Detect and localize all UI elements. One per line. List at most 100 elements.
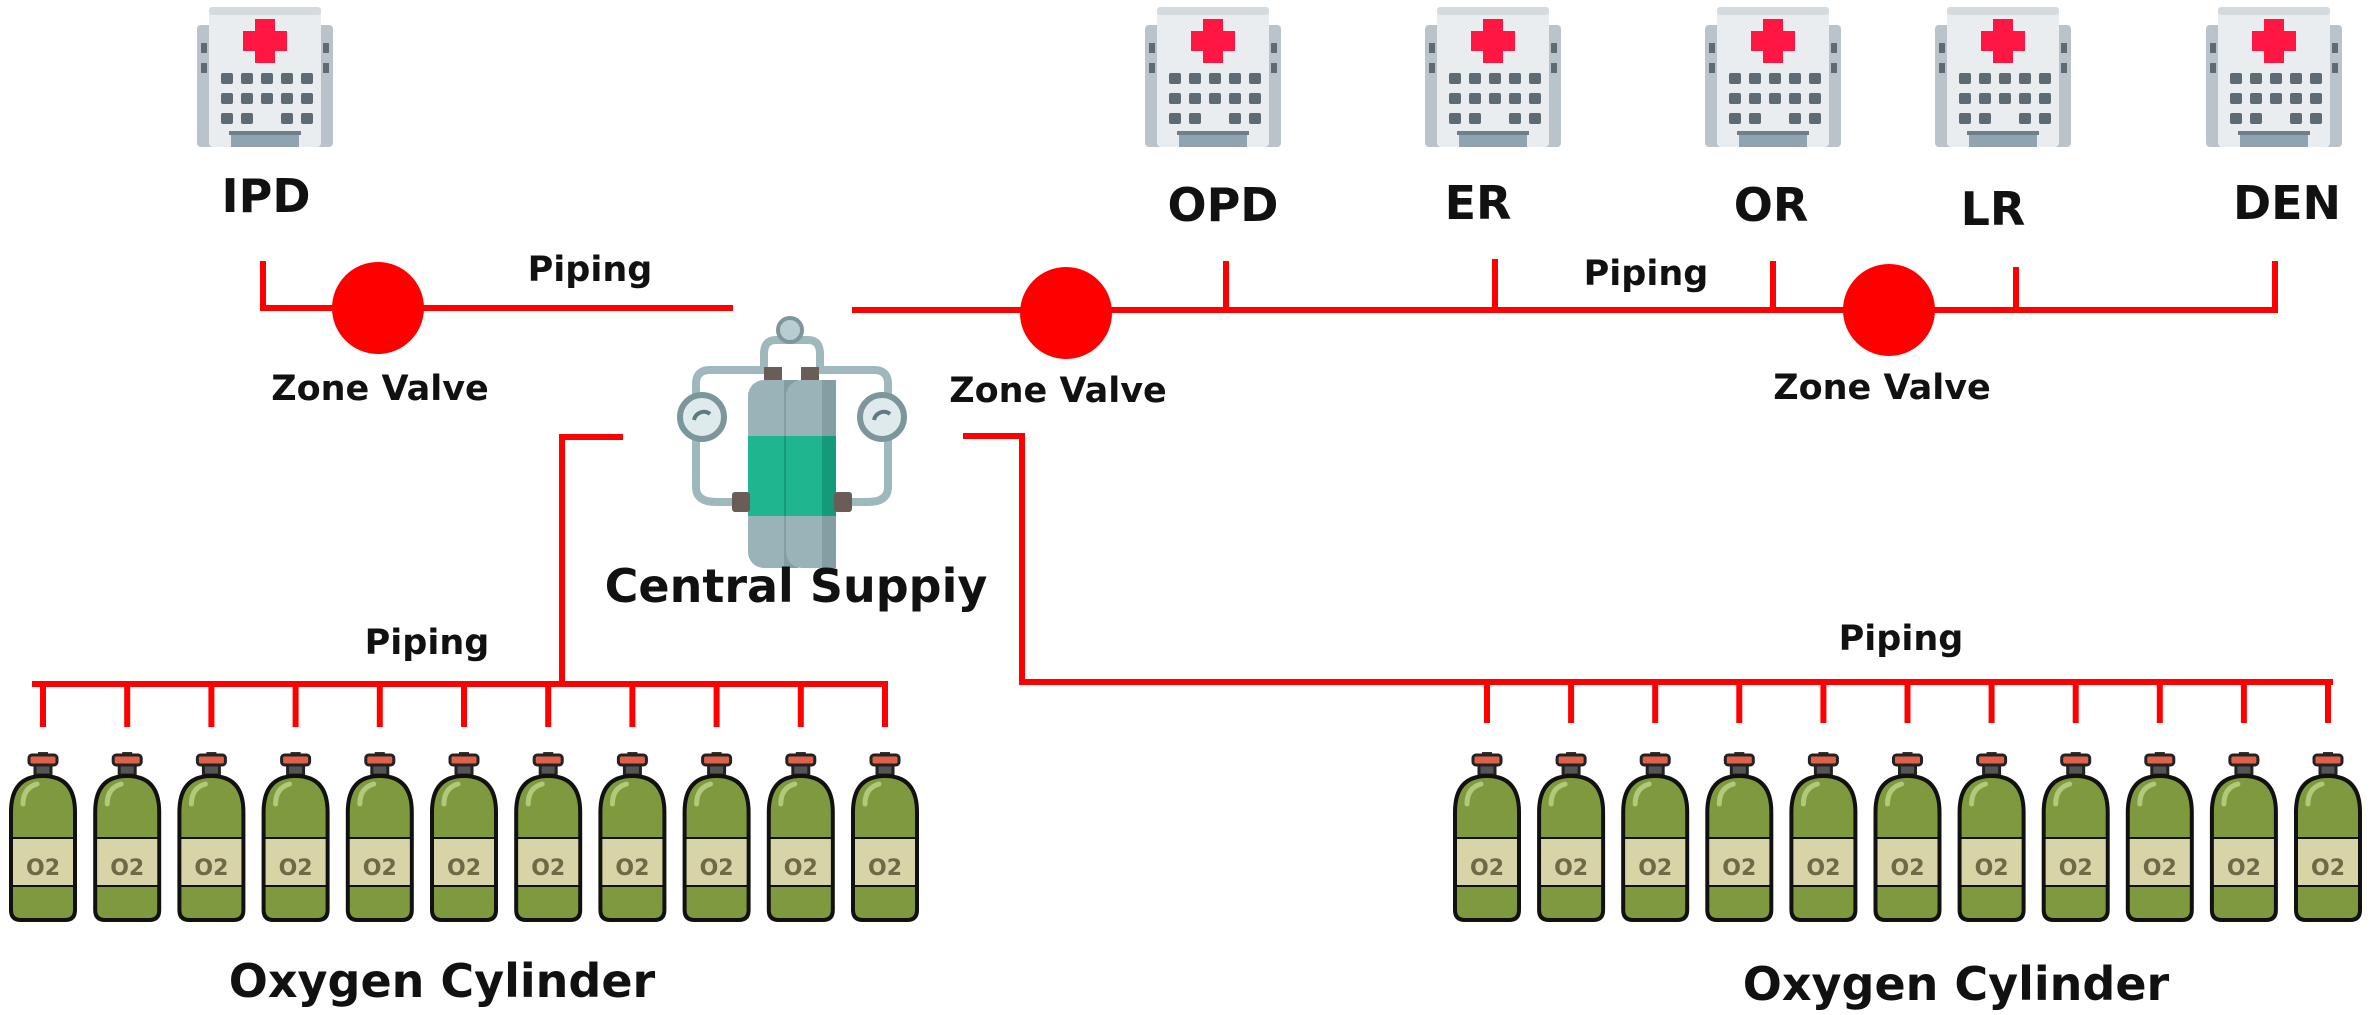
hospital-icon (197, 7, 333, 147)
oxygen-cylinder[interactable]: O2 (1539, 752, 1603, 920)
oxygen-cylinder-icon (1455, 752, 1519, 920)
cylinder-o2-label: O2 (615, 856, 649, 881)
oxygen-cylinder[interactable]: O2 (1876, 752, 1940, 920)
cylinder-o2-label: O2 (363, 856, 397, 881)
oxygen-cylinder-icon (11, 752, 75, 920)
department-label-opd: OPD (1167, 178, 1278, 232)
gas-tanks-icon (680, 318, 904, 568)
oxygen-cylinder[interactable]: O2 (685, 752, 749, 920)
oxygen-cylinder-icon (1791, 752, 1855, 920)
oxygen-cylinder-icon (853, 752, 917, 920)
cylinder-o2-label: O2 (110, 856, 144, 881)
department-label-ipd: IPD (221, 169, 310, 223)
oxygen-cylinder-icon (179, 752, 243, 920)
piping-label-bottom-right: Piping (1839, 619, 1964, 659)
oxygen-cylinder-icon (769, 752, 833, 920)
oxygen-cylinder[interactable]: O2 (1791, 752, 1855, 920)
zone-valve-label-2: Zone Valve (949, 371, 1167, 411)
zone-valve-label-3: Zone Valve (1773, 368, 1991, 408)
oxygen-cylinder-icon (685, 752, 749, 920)
piping-label-top-left: Piping (528, 250, 653, 290)
oxygen-cylinder[interactable]: O2 (2044, 752, 2108, 920)
pipe-drops-right-bank (1484, 679, 2331, 723)
cylinder-o2-label: O2 (1806, 856, 1840, 881)
oxygen-cylinder[interactable]: O2 (348, 752, 412, 920)
cylinder-o2-label: O2 (2227, 856, 2261, 881)
piping-label-bottom-left: Piping (365, 623, 490, 663)
hospital-icon (1935, 7, 2071, 147)
cylinder-o2-label: O2 (2143, 856, 2177, 881)
oxygen-cylinder-icon (600, 752, 664, 920)
hospital-icon (1145, 7, 1281, 147)
zone-valve-or-lr[interactable] (1843, 264, 1935, 356)
departments: IPD OPD ER OR LR DEN (197, 7, 2342, 236)
cylinder-bank-label-right: Oxygen Cylinder (1743, 957, 2170, 1011)
oxygen-cylinder-icon (1623, 752, 1687, 920)
oxygen-cylinder-icon (1876, 752, 1940, 920)
cylinder-o2-label: O2 (279, 856, 313, 881)
department-label-den: DEN (2233, 176, 2341, 230)
oxygen-cylinder[interactable]: O2 (1707, 752, 1771, 920)
oxygen-cylinder[interactable]: O2 (432, 752, 496, 920)
piping-labels: Piping Piping Piping Piping (365, 250, 1964, 663)
hospital-icon (1705, 7, 1841, 147)
pipe-left-supply (559, 434, 623, 685)
oxygen-cylinder-icon (432, 752, 496, 920)
oxygen-cylinder-icon (2296, 752, 2360, 920)
oxygen-cylinder-icon (516, 752, 580, 920)
oxygen-cylinder-icon (2044, 752, 2108, 920)
cylinder-o2-label: O2 (447, 856, 481, 881)
oxygen-cylinder[interactable]: O2 (11, 752, 75, 920)
cylinder-bank-right: O2 O2 O2 O2 O2 O2 O2 O2 O2 O2 O2 (1455, 752, 2360, 920)
cylinder-bank-label-left: Oxygen Cylinder (229, 954, 656, 1008)
oxygen-cylinder[interactable]: O2 (95, 752, 159, 920)
oxygen-cylinder-icon (95, 752, 159, 920)
cylinder-o2-label: O2 (2311, 856, 2345, 881)
zone-valve-label-1: Zone Valve (271, 369, 489, 409)
oxygen-cylinder[interactable]: O2 (2212, 752, 2276, 920)
oxygen-cylinder[interactable]: O2 (1960, 752, 2024, 920)
department-label-er: ER (1445, 176, 1512, 230)
cylinder-o2-label: O2 (1890, 856, 1924, 881)
hospital-icon (2206, 7, 2342, 147)
piping-label-top-right: Piping (1584, 254, 1709, 294)
department-label-or: OR (1734, 178, 1809, 232)
oxygen-cylinder[interactable]: O2 (769, 752, 833, 920)
hospital-icon (1425, 7, 1561, 147)
cylinder-o2-label: O2 (194, 856, 228, 881)
cylinder-o2-label: O2 (1638, 856, 1672, 881)
oxygen-cylinder-icon (2212, 752, 2276, 920)
oxygen-cylinder[interactable]: O2 (600, 752, 664, 920)
central-supply-label: Central Suppiy (605, 559, 988, 613)
oxygen-cylinder-icon (348, 752, 412, 920)
cylinder-o2-label: O2 (2059, 856, 2093, 881)
oxygen-cylinder[interactable]: O2 (1455, 752, 1519, 920)
oxygen-cylinder-icon (264, 752, 328, 920)
cylinder-o2-label: O2 (1554, 856, 1588, 881)
central-supply: Central Suppiy (605, 318, 988, 613)
oxygen-cylinder-icon (1539, 752, 1603, 920)
oxygen-cylinder[interactable]: O2 (179, 752, 243, 920)
zone-valve-opd[interactable] (1020, 267, 1112, 359)
oxygen-cylinder[interactable]: O2 (264, 752, 328, 920)
oxygen-cylinder[interactable]: O2 (853, 752, 917, 920)
oxygen-cylinder[interactable]: O2 (516, 752, 580, 920)
cylinder-o2-label: O2 (1722, 856, 1756, 881)
cylinder-o2-label: O2 (1470, 856, 1504, 881)
cylinder-o2-label: O2 (700, 856, 734, 881)
pipe-drops-left-bank (40, 681, 888, 727)
zone-valves: Zone Valve Zone Valve Zone Valve (271, 262, 1991, 411)
zone-valve-ipd[interactable] (332, 262, 424, 354)
oxygen-cylinder-icon (1707, 752, 1771, 920)
oxygen-cylinder-icon (1960, 752, 2024, 920)
cylinder-o2-label: O2 (1975, 856, 2009, 881)
cylinder-o2-label: O2 (868, 856, 902, 881)
pipe-ipd-line (260, 261, 733, 311)
oxygen-cylinder-icon (2128, 752, 2192, 920)
department-label-lr: LR (1961, 182, 2026, 236)
cylinder-o2-label: O2 (784, 856, 818, 881)
oxygen-cylinder[interactable]: O2 (2296, 752, 2360, 920)
oxygen-cylinder[interactable]: O2 (1623, 752, 1687, 920)
oxygen-cylinder[interactable]: O2 (2128, 752, 2192, 920)
